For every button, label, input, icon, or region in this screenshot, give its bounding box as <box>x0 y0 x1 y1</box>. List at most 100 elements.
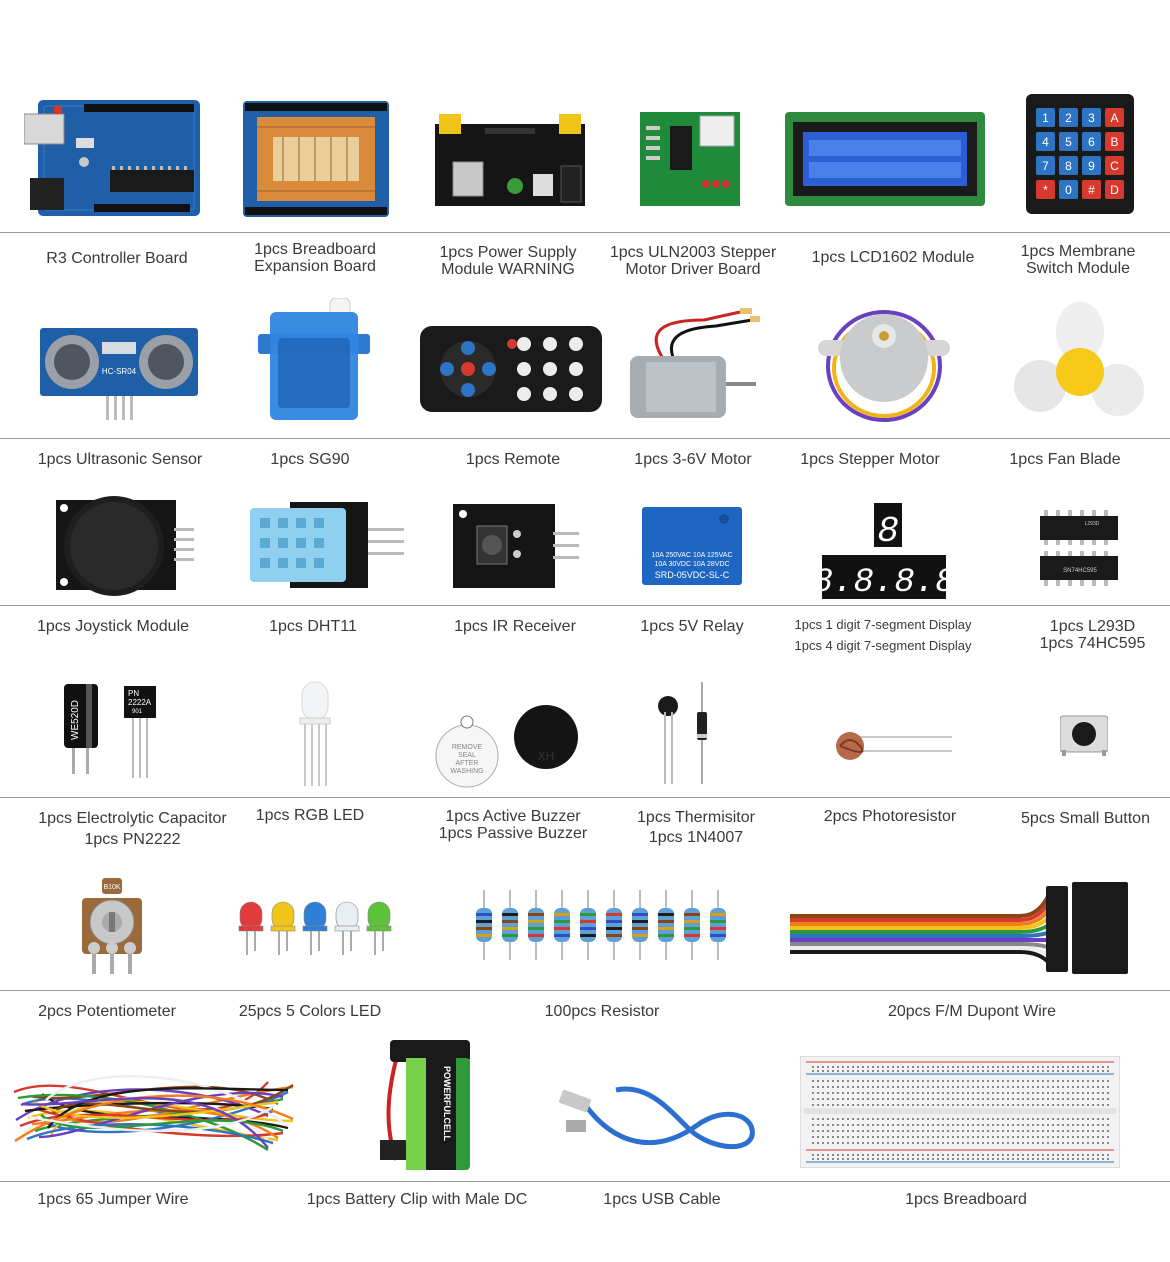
stepper-motor-image <box>818 296 950 426</box>
breadboard-hole <box>987 1080 989 1082</box>
breadboard-hole <box>892 1086 894 1088</box>
keypad-key-label: B <box>1110 135 1118 149</box>
resistor-band <box>528 927 544 930</box>
breadboard-hole <box>1022 1118 1024 1120</box>
breadboard-hole <box>982 1092 984 1094</box>
breadboard-hole <box>922 1136 924 1138</box>
breadboard-hole <box>1092 1086 1094 1088</box>
breadboard-hole <box>947 1158 949 1160</box>
hc595-chip-text: SN74HC595 <box>1063 568 1097 574</box>
breadboard-hole <box>1097 1124 1099 1126</box>
breadboard-hole <box>1067 1092 1069 1094</box>
breadboard-hole <box>812 1092 814 1094</box>
breadboard-hole <box>967 1070 969 1072</box>
keypad-key-label: * <box>1043 183 1048 197</box>
breadboard-hole <box>987 1130 989 1132</box>
breadboard-hole <box>842 1098 844 1100</box>
label-lcd1602: 1pcs LCD1602 Module <box>811 249 975 266</box>
breadboard-hole <box>857 1104 859 1106</box>
breadboard-hole <box>987 1070 989 1072</box>
breadboard-hole <box>957 1080 959 1082</box>
breadboard-hole <box>1057 1104 1059 1106</box>
breadboard-hole <box>947 1080 949 1082</box>
breadboard-hole <box>872 1070 874 1072</box>
breadboard-hole <box>1027 1124 1029 1126</box>
breadboard-hole <box>827 1130 829 1132</box>
resistor-band <box>632 913 648 916</box>
breadboard-hole <box>1082 1154 1084 1156</box>
resistor-band <box>710 934 726 937</box>
breadboard-hole <box>1102 1080 1104 1082</box>
breadboard-hole <box>922 1142 924 1144</box>
breadboard-hole <box>882 1080 884 1082</box>
label-small-button: 5pcs Small Button <box>1021 810 1150 827</box>
resistor-band <box>502 913 518 916</box>
breadboard-hole <box>962 1086 964 1088</box>
breadboard-hole <box>1087 1154 1089 1156</box>
breadboard-hole <box>892 1136 894 1138</box>
breadboard-hole <box>1007 1098 1009 1100</box>
jumper-wire-strand <box>47 1087 289 1129</box>
breadboard-hole <box>812 1158 814 1160</box>
usb-cable-image <box>556 1076 762 1156</box>
resistor-band <box>502 934 518 937</box>
breadboard-hole <box>922 1092 924 1094</box>
breadboard-hole <box>837 1130 839 1132</box>
breadboard-hole <box>1102 1092 1104 1094</box>
breadboard-hole <box>932 1158 934 1160</box>
breadboard-hole <box>1032 1136 1034 1138</box>
breadboard-hole <box>837 1118 839 1120</box>
resistor-band <box>528 913 544 916</box>
breadboard-hole <box>1012 1118 1014 1120</box>
breadboard-hole <box>907 1130 909 1132</box>
breadboard-hole <box>1087 1070 1089 1072</box>
breadboard-hole <box>937 1066 939 1068</box>
breadboard-hole <box>1022 1124 1024 1126</box>
breadboard-hole <box>927 1154 929 1156</box>
breadboard-hole <box>862 1066 864 1068</box>
resistor-band <box>632 927 648 930</box>
resistor-band <box>580 934 596 937</box>
breadboard-image <box>800 1056 1120 1168</box>
breadboard-hole <box>962 1104 964 1106</box>
jumper-wires-image <box>6 1052 306 1168</box>
breadboard-hole <box>877 1154 879 1156</box>
breadboard-hole <box>1002 1136 1004 1138</box>
breadboard-hole <box>1047 1124 1049 1126</box>
breadboard-hole <box>957 1158 959 1160</box>
breadboard-hole <box>1072 1098 1074 1100</box>
breadboard-hole <box>1062 1086 1064 1088</box>
breadboard-hole <box>952 1124 954 1126</box>
breadboard-hole <box>862 1124 864 1126</box>
breadboard-hole <box>1017 1080 1019 1082</box>
breadboard-hole <box>917 1104 919 1106</box>
breadboard-hole <box>1067 1158 1069 1160</box>
battery-clip-image: POWERFULCELL <box>376 1040 472 1172</box>
five-color-leds-image <box>238 898 394 958</box>
breadboard-hole <box>1087 1130 1089 1132</box>
breadboard-hole <box>1027 1080 1029 1082</box>
breadboard-hole <box>987 1086 989 1088</box>
breadboard-hole <box>962 1070 964 1072</box>
breadboard-hole <box>882 1092 884 1094</box>
breadboard-hole <box>977 1142 979 1144</box>
breadboard-hole <box>812 1104 814 1106</box>
breadboard-hole <box>1022 1066 1024 1068</box>
breadboard-hole <box>992 1086 994 1088</box>
breadboard-hole <box>1107 1158 1109 1160</box>
breadboard-hole <box>967 1104 969 1106</box>
breadboard-hole <box>997 1124 999 1126</box>
breadboard-hole <box>982 1086 984 1088</box>
ribbon-strand <box>790 891 1052 918</box>
breadboard-hole <box>857 1066 859 1068</box>
breadboard-hole <box>857 1092 859 1094</box>
breadboard-hole <box>917 1086 919 1088</box>
led-leg <box>382 931 384 951</box>
breadboard-hole <box>1097 1130 1099 1132</box>
breadboard-hole <box>897 1092 899 1094</box>
breadboard-hole <box>842 1118 844 1120</box>
breadboard-hole <box>872 1136 874 1138</box>
breadboard-hole <box>927 1130 929 1132</box>
breadboard-hole <box>1032 1070 1034 1072</box>
